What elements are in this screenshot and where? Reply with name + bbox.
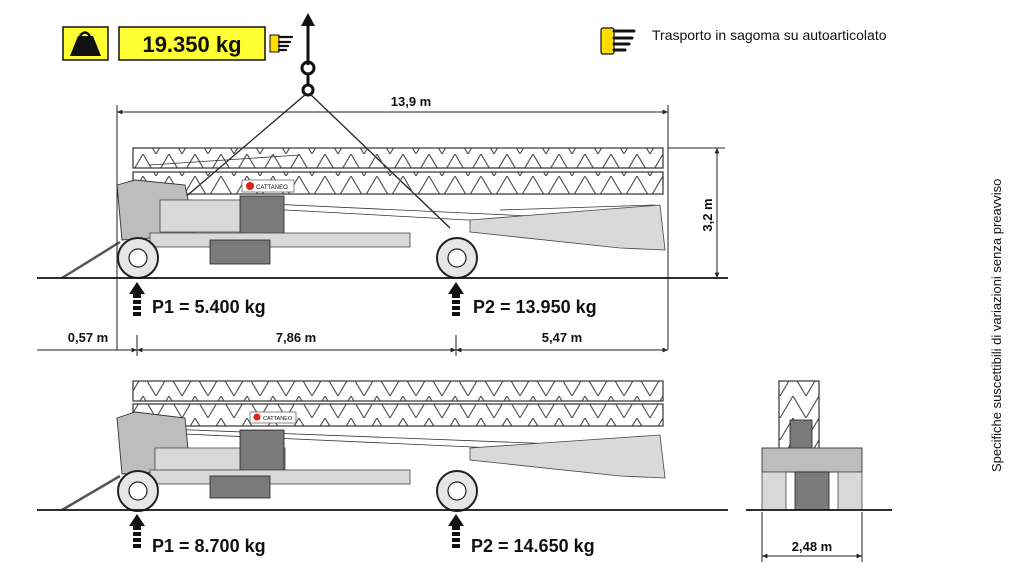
svg-text:CATTANEO: CATTANEO: [256, 185, 288, 191]
bottom-view: CATTANEO P1 = 8.700 kg P2 = 14.65: [37, 380, 728, 556]
rear-wheel: [117, 237, 159, 279]
outrigger-leg: [61, 240, 121, 280]
svg-text:13,9 m: 13,9 m: [391, 94, 431, 109]
axle-load-arrow-3: [129, 514, 145, 548]
dim-chain: 0,57 m 7,86 m 5,47 m: [37, 330, 668, 356]
axle-load-lower-1: P1 = 8.700 kg: [152, 536, 266, 556]
side-note: Specifiche suscettibili di variazioni se…: [989, 179, 1004, 472]
weight-value-box: [118, 26, 266, 61]
svg-text:CATTANEO: CATTANEO: [263, 416, 293, 422]
front-view: 2,48 m: [746, 380, 892, 562]
brand-plate-lower: CATTANEO: [249, 411, 297, 424]
front-wheel-lower: [436, 470, 478, 512]
crane-rear-body: [116, 179, 411, 265]
outrigger-leg-lower: [61, 474, 121, 512]
svg-text:3,2 m: 3,2 m: [700, 198, 715, 231]
axle-load-1: P1 = 5.400 kg: [152, 297, 266, 317]
hand-pointer-icon: [600, 27, 636, 55]
top-view: CATTANEO 13,9 m 3,2 m: [37, 13, 728, 356]
dim-overall-length: 13,9 m: [116, 94, 669, 350]
axle-load-arrow-1: [129, 282, 145, 316]
axle-load-lower-2: P2 = 14.650 kg: [471, 536, 595, 556]
legend: Trasporto in sagoma su autoarticolato: [600, 27, 887, 55]
weight-icon: [62, 26, 109, 61]
legend-text: Trasporto in sagoma su autoarticolato: [652, 27, 887, 43]
dim-width: 2,48 m: [761, 512, 863, 562]
front-chassis: [761, 447, 863, 473]
boom-lattice-upper: [132, 147, 664, 195]
crane-front-tail-lower: [469, 434, 666, 479]
dim-height: 3,2 m: [668, 147, 725, 278]
lift-arrow: [300, 13, 316, 97]
svg-text:0,57 m: 0,57 m: [68, 330, 108, 345]
axle-load-arrow-2: [448, 282, 464, 316]
boom-lattice-lower: [132, 380, 664, 427]
hand-pointer-icon: [269, 34, 294, 53]
svg-text:7,86 m: 7,86 m: [276, 330, 316, 345]
weight-value: 19.350 kg: [142, 32, 241, 57]
brand-plate: CATTANEO: [241, 179, 295, 193]
svg-text:2,48 m: 2,48 m: [792, 539, 832, 554]
svg-text:5,47 m: 5,47 m: [542, 330, 582, 345]
axle-load-arrow-4: [448, 514, 464, 548]
rear-wheel-lower: [117, 470, 159, 512]
axle-load-2: P2 = 13.950 kg: [473, 297, 597, 317]
crane-front-tail: [469, 204, 666, 251]
front-wheels: [761, 471, 863, 511]
front-wheel: [436, 237, 478, 279]
weight-badge: 19.350 kg: [62, 26, 294, 61]
